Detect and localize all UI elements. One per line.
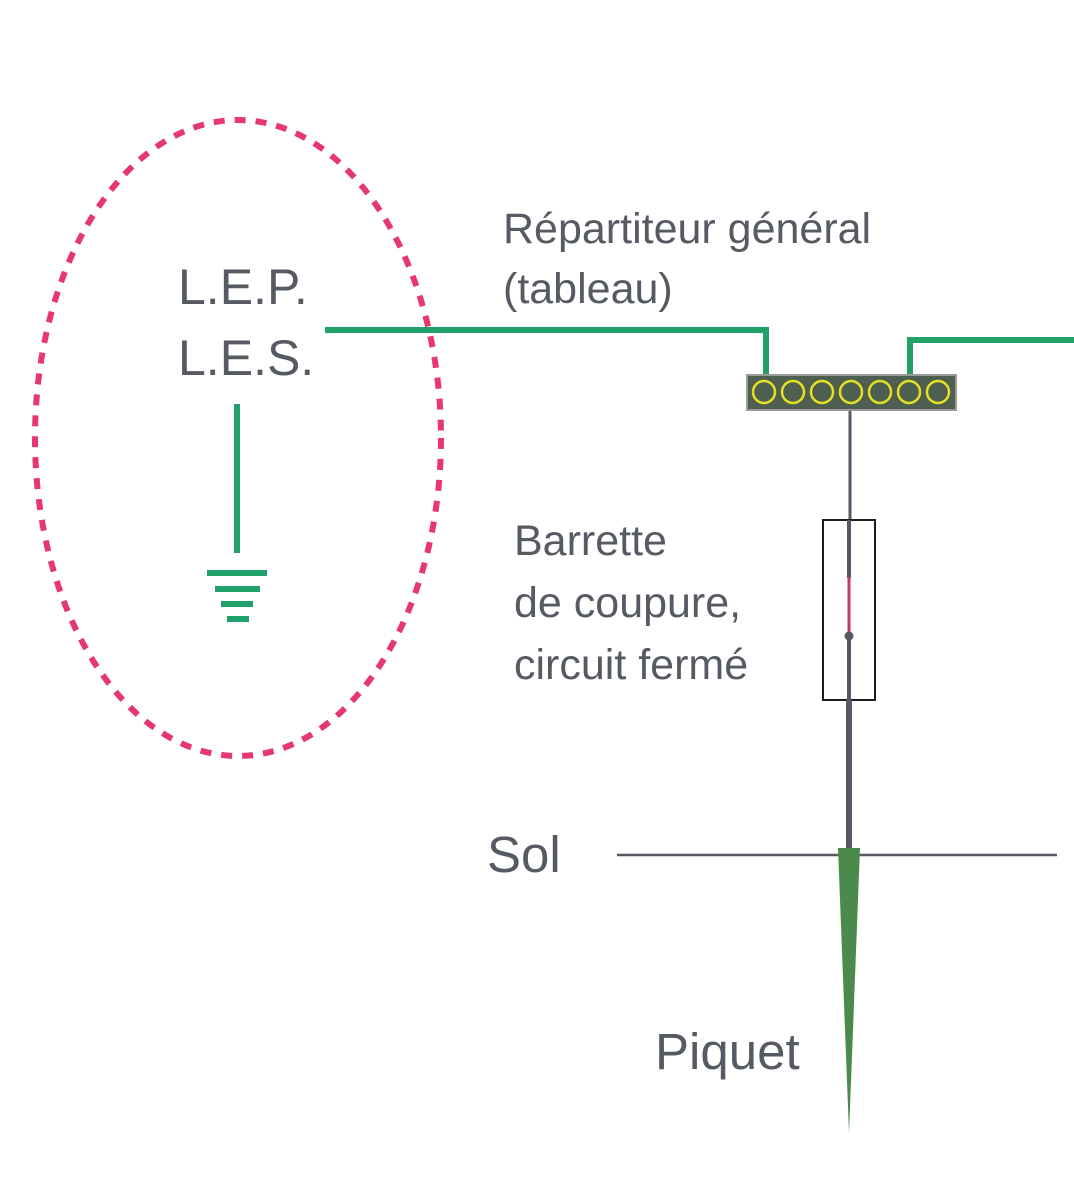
- distributor-label-line2: (tableau): [503, 265, 673, 313]
- terminal-rings: [751, 379, 951, 405]
- terminal-ring: [838, 379, 864, 405]
- terminal-ring: [780, 379, 806, 405]
- ground-label: Sol: [487, 826, 561, 883]
- ground-icon: [207, 570, 267, 622]
- stake-label: Piquet: [655, 1023, 800, 1080]
- equipotential-zone-outline: [32, 117, 444, 759]
- terminal-ring: [751, 379, 777, 405]
- earth-stake: [838, 848, 860, 1133]
- lep-label: L.E.P.: [178, 259, 308, 315]
- barrette-label-line2: de coupure,: [514, 579, 742, 627]
- barrette-label-line3: circuit fermé: [514, 641, 749, 689]
- distributor-label-line1: Répartiteur général: [503, 205, 872, 253]
- terminal-ring: [867, 379, 893, 405]
- terminal-block: [746, 374, 957, 411]
- barrette-label-line1: Barrette: [514, 517, 667, 565]
- disconnecting-link: [822, 519, 876, 701]
- terminal-ring: [896, 379, 922, 405]
- main-earth-conductor: [325, 327, 769, 392]
- link-pivot: [844, 631, 854, 641]
- terminal-ring: [925, 379, 951, 405]
- terminal-ring: [809, 379, 835, 405]
- les-label: L.E.S.: [178, 330, 315, 386]
